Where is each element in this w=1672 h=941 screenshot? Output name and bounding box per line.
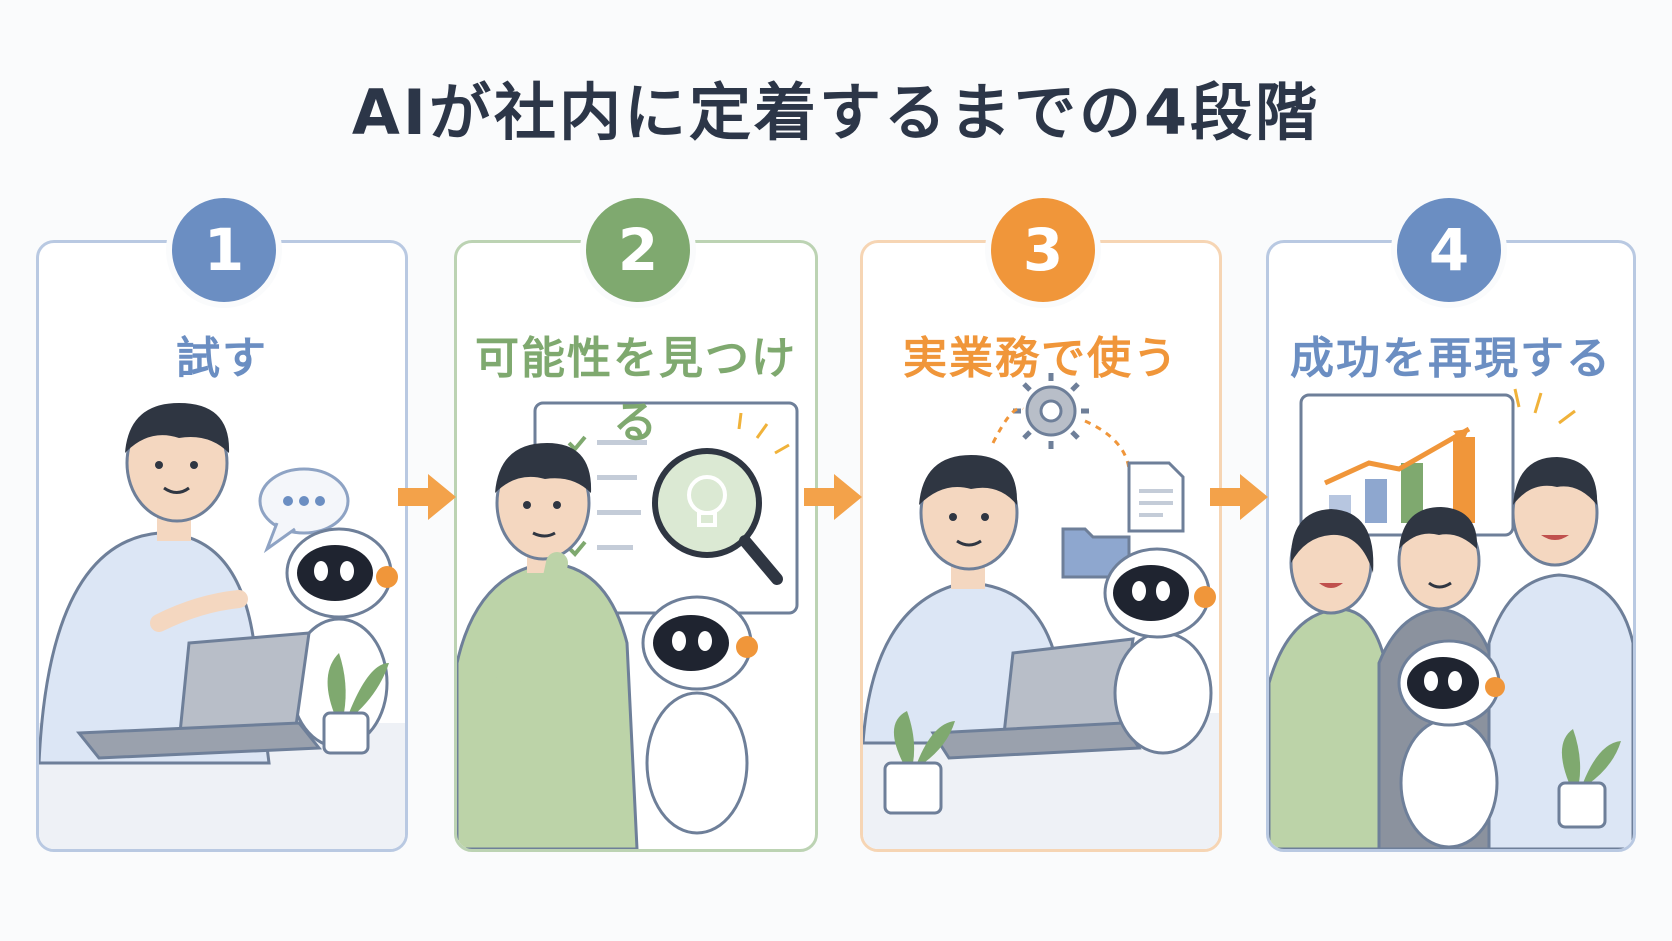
scene-using-in-work (863, 373, 1219, 849)
scene-finding-possibility (457, 401, 799, 849)
laptop-icon (930, 637, 1142, 760)
person-icon (1487, 457, 1633, 849)
person-thinking-icon (457, 443, 639, 849)
scene-trying-ai (39, 403, 405, 849)
gear-icon (1013, 373, 1089, 449)
document-icon (1127, 461, 1185, 533)
step-panel-3 (860, 240, 1222, 852)
folder-icon (1061, 527, 1131, 579)
step-label-2: 可能性を見つける (475, 333, 797, 448)
step-panel-2 (454, 240, 818, 852)
magnifier-lightbulb-icon (652, 412, 790, 585)
step-label-1: 試す (176, 333, 268, 384)
plant-icon (322, 653, 389, 755)
scene-reproducing-success (1269, 388, 1633, 849)
step-label-3: 実業務で使う (903, 333, 1179, 384)
step-panel-1 (36, 240, 408, 852)
arrow-right-icon (398, 474, 456, 520)
speech-bubble-icon (258, 467, 350, 554)
page-title: AIが社内に定着するまでの4段階 (351, 76, 1321, 149)
step-number-badge-4: 4 (1391, 192, 1507, 308)
plant-icon (883, 711, 955, 815)
step-number-badge-2: 2 (580, 192, 696, 308)
step-number-badge-1: 1 (166, 192, 282, 308)
arrow-right-icon (804, 474, 862, 520)
step-number-badge-3: 3 (985, 192, 1101, 308)
robot-icon (1397, 639, 1505, 849)
robot-icon (641, 595, 758, 835)
laptop-icon (75, 631, 323, 760)
person-woman-icon (1269, 509, 1391, 849)
step-panel-4 (1266, 240, 1636, 852)
robot-icon (1103, 547, 1216, 755)
plant-icon (1557, 729, 1621, 829)
step-label-4: 成功を再現する (1290, 333, 1612, 384)
arrow-right-icon (1210, 474, 1268, 520)
